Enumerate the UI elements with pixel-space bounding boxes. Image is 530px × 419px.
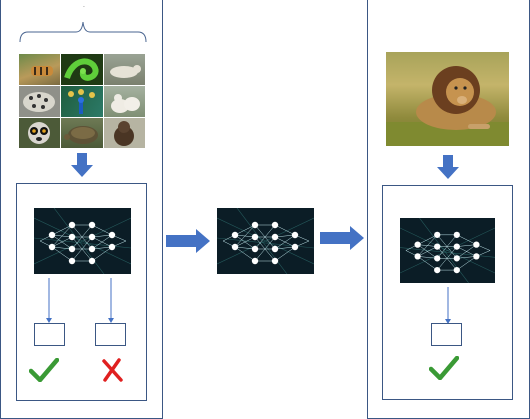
down-arrow-right [437,155,459,179]
dataset-brace [19,21,147,43]
animal-image-grid [19,54,145,148]
neural-network-middle [217,208,314,274]
output-arrows-left [46,278,114,323]
snake-image [61,54,103,85]
neural-network-right [400,218,495,283]
right-arrow-1 [166,229,210,253]
right-arrow-2 [320,226,364,250]
output-box-left-1 [34,323,65,346]
output-box-right [431,323,462,346]
down-arrow-left [71,153,93,177]
peacock-image [61,86,103,117]
output-arrow-right [445,287,451,324]
polar-bear-image [104,54,145,85]
lemur-image [19,118,60,148]
neural-network-left [34,208,131,274]
checkmark-icon [429,356,459,380]
checkmark-icon [29,358,59,382]
snow-leopard-image [19,86,60,117]
cross-icon [102,358,123,382]
tiger-image [19,54,60,85]
brace-label: · [83,4,85,11]
otter-image [104,118,145,148]
bear-cubs-image [104,86,145,117]
lion-image [386,52,509,146]
output-box-left-2 [95,323,126,346]
tortoise-image [61,118,103,148]
